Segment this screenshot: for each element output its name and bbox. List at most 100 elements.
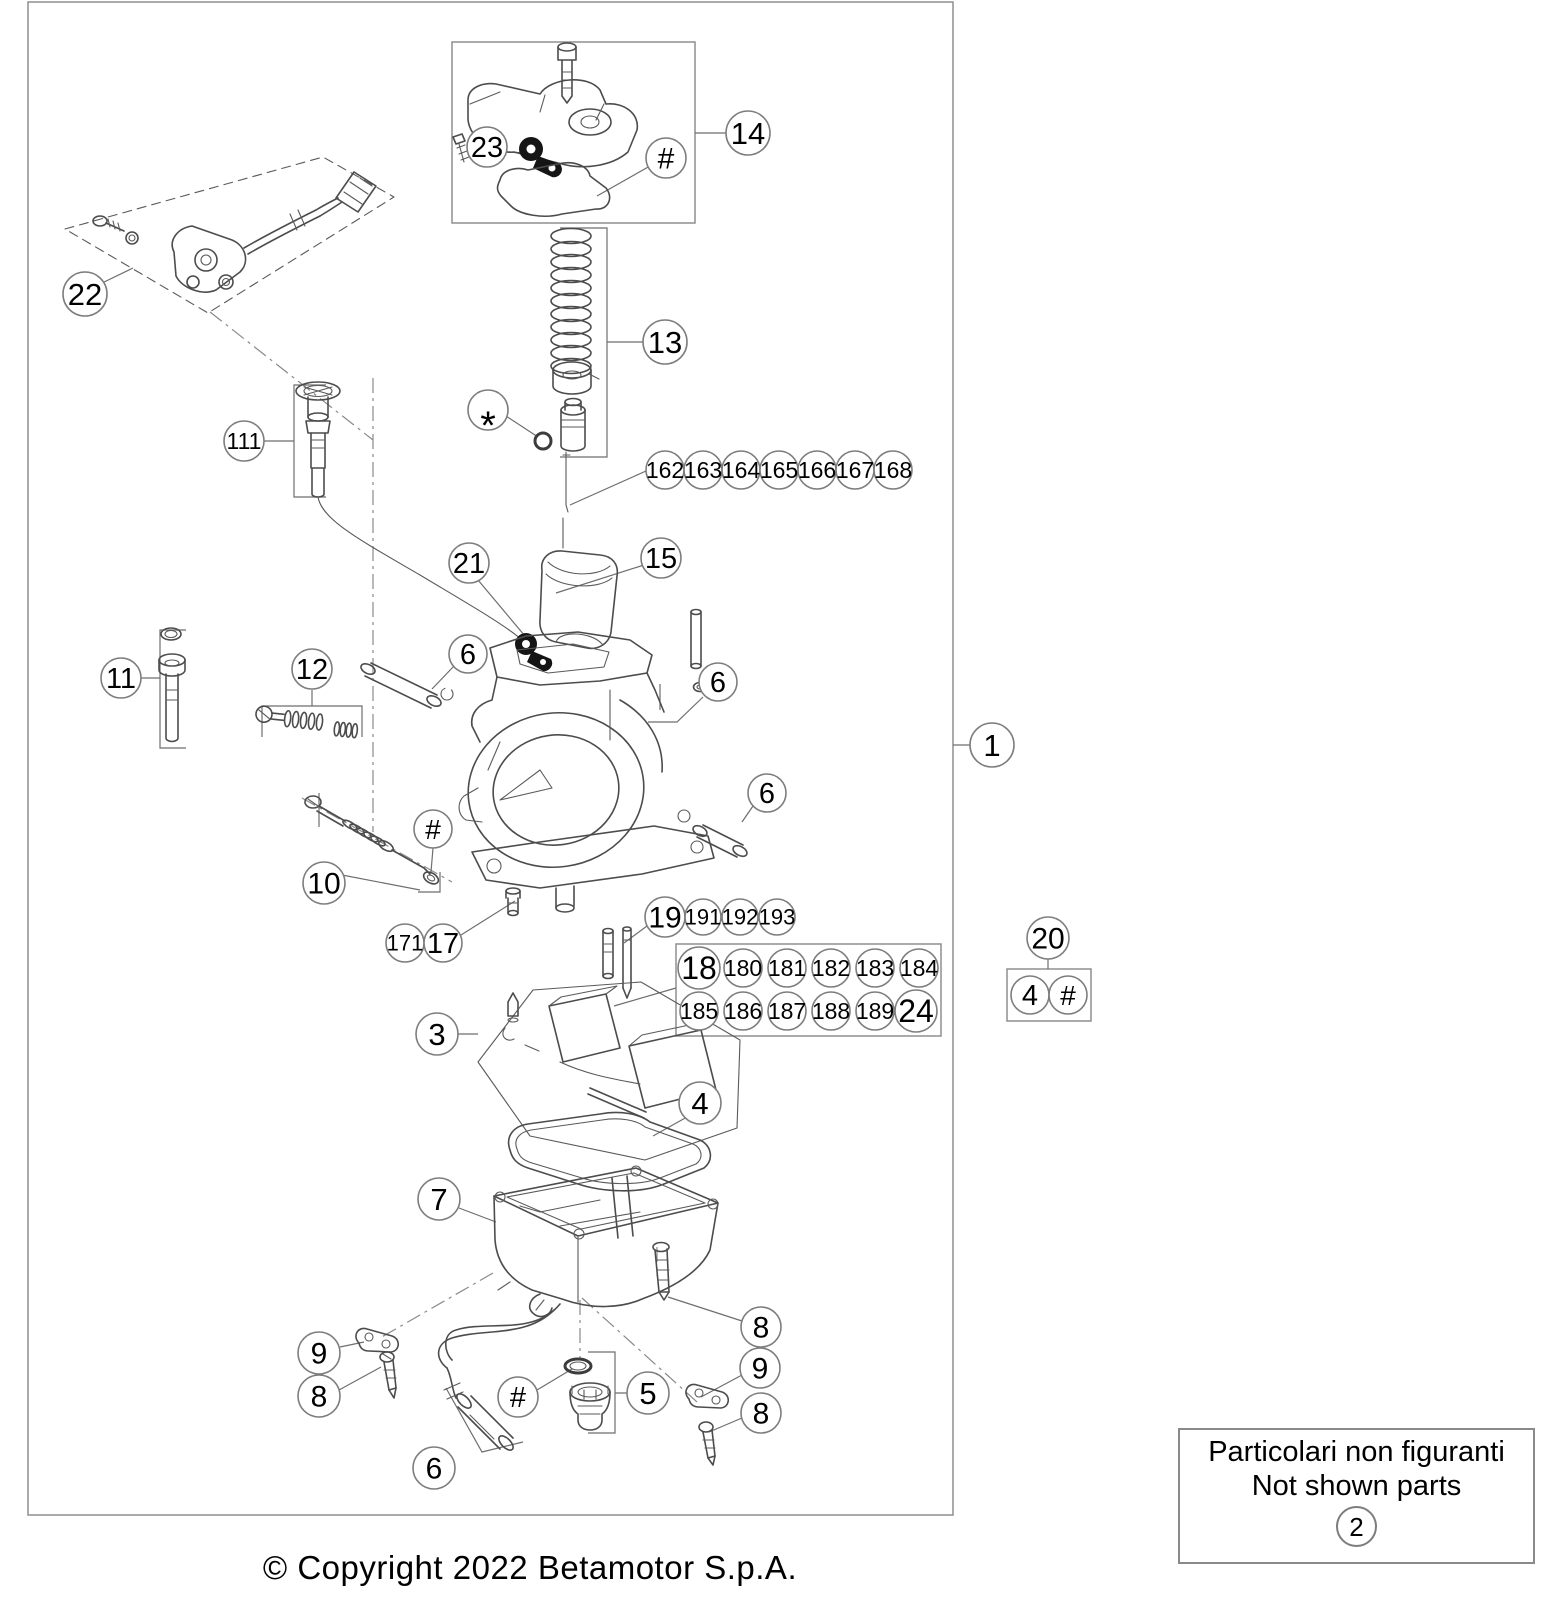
callout-14: 14 — [725, 110, 771, 156]
callout-23: 23 — [466, 126, 508, 168]
svg-text:168: 168 — [874, 457, 912, 483]
callout-182: 182 — [811, 948, 851, 988]
part-carburetor-body — [458, 631, 715, 913]
callout-164: 164 — [721, 450, 761, 490]
svg-text:1: 1 — [983, 728, 1000, 763]
callout-166: 166 — [797, 450, 837, 490]
part-jet-needle — [562, 451, 571, 513]
copyright-text: © Copyright 2022 Betamotor S.p.A. — [262, 1549, 798, 1586]
svg-text:14: 14 — [731, 116, 765, 151]
svg-text:183: 183 — [856, 955, 894, 981]
svg-text:6: 6 — [759, 778, 775, 810]
callout-191: 191 — [684, 898, 722, 936]
svg-text:22: 22 — [68, 277, 102, 312]
part-air-screw — [255, 705, 359, 739]
callout-183: 183 — [855, 948, 895, 988]
callout-8c: 8 — [740, 1392, 782, 1434]
svg-text:#: # — [1060, 980, 1076, 1011]
part-cover-gasket — [496, 161, 611, 217]
svg-text:163: 163 — [684, 457, 722, 483]
svg-text:24: 24 — [898, 993, 934, 1029]
part-throttle-slide — [539, 517, 619, 650]
callout-20: 20 — [1026, 916, 1070, 960]
svg-text:9: 9 — [311, 1338, 328, 1371]
callout-192: 192 — [721, 898, 759, 936]
callout-6d: 6 — [412, 1446, 456, 1490]
callout-13: 13 — [642, 319, 688, 365]
part-cover-screw-small — [452, 133, 470, 163]
callout-12: 12 — [291, 648, 333, 690]
svg-text:19: 19 — [648, 902, 681, 935]
part-bowl-screw-right-top — [652, 1241, 670, 1301]
svg-text:180: 180 — [724, 955, 762, 981]
callout-15: 15 — [640, 537, 682, 579]
callout-163: 163 — [683, 450, 723, 490]
callout-165: 165 — [759, 450, 799, 490]
part-overflow-hose — [437, 1303, 561, 1451]
svg-text:167: 167 — [836, 457, 874, 483]
svg-text:#: # — [658, 143, 675, 176]
callout-22: 22 — [62, 271, 108, 317]
callout-162: 162 — [645, 450, 685, 490]
callout-8b: 8 — [297, 1374, 341, 1418]
svg-text:18: 18 — [681, 950, 717, 986]
callout-185: 185 — [679, 991, 719, 1031]
callout-171: 171 — [385, 923, 425, 963]
part-tube-right — [690, 608, 708, 693]
callout-181: 181 — [767, 948, 807, 988]
callout-17: 17 — [423, 923, 463, 963]
callout-184: 184 — [899, 948, 939, 988]
svg-text:13: 13 — [648, 325, 682, 360]
svg-text:10: 10 — [307, 868, 340, 901]
svg-text:17: 17 — [427, 928, 459, 960]
part-cable-clip-23 — [519, 137, 562, 178]
callout-hash-top: # — [645, 137, 687, 179]
svg-text:4: 4 — [1022, 980, 1038, 1012]
part-spring-seat — [552, 361, 600, 395]
svg-text:8: 8 — [753, 1398, 770, 1431]
group-box-jet-table — [675, 943, 942, 1037]
svg-text:6: 6 — [460, 639, 476, 671]
svg-text:21: 21 — [453, 548, 485, 580]
svg-text:187: 187 — [768, 998, 806, 1024]
diagram-frame — [27, 1, 954, 1516]
svg-text:6: 6 — [426, 1453, 443, 1486]
svg-text:3: 3 — [428, 1017, 445, 1052]
part-bowl-screw-left — [379, 1351, 397, 1399]
callout-6b: 6 — [698, 662, 738, 702]
callout-4-set: 4 — [1010, 975, 1050, 1015]
svg-text:7: 7 — [430, 1182, 447, 1217]
callout-186: 186 — [723, 991, 763, 1031]
part-drain-oring — [563, 1357, 593, 1375]
part-bowl-gasket — [507, 1111, 712, 1192]
svg-text:12: 12 — [296, 654, 328, 686]
svg-text:5: 5 — [639, 1376, 656, 1411]
callout-10: 10 — [302, 861, 346, 905]
callout-168: 168 — [873, 450, 913, 490]
part-starter-plunger — [158, 627, 186, 743]
svg-text:8: 8 — [753, 1312, 770, 1345]
callout-9b: 9 — [739, 1347, 781, 1389]
svg-text:164: 164 — [722, 457, 761, 483]
callout-189: 189 — [855, 991, 895, 1031]
svg-text:#: # — [510, 1382, 526, 1414]
callout-7: 7 — [417, 1177, 461, 1221]
callout-188: 188 — [811, 991, 851, 1031]
part-return-spring — [550, 227, 592, 375]
callout-hash-mid: # — [413, 809, 453, 849]
part-float-bowl — [493, 1165, 719, 1318]
callout-18: 18 — [677, 946, 721, 990]
svg-text:182: 182 — [812, 955, 850, 981]
part-needle-jets — [602, 926, 632, 999]
leader-lines — [99, 132, 1049, 1433]
part-tps-sensor — [64, 156, 395, 314]
callout-4: 4 — [678, 1081, 722, 1125]
callout-24: 24 — [894, 989, 938, 1033]
callout-180: 180 — [723, 948, 763, 988]
svg-text:20: 20 — [1031, 923, 1064, 956]
part-dowel-pin-left — [360, 662, 454, 709]
svg-text:185: 185 — [680, 998, 718, 1024]
callout-21: 21 — [448, 542, 490, 584]
